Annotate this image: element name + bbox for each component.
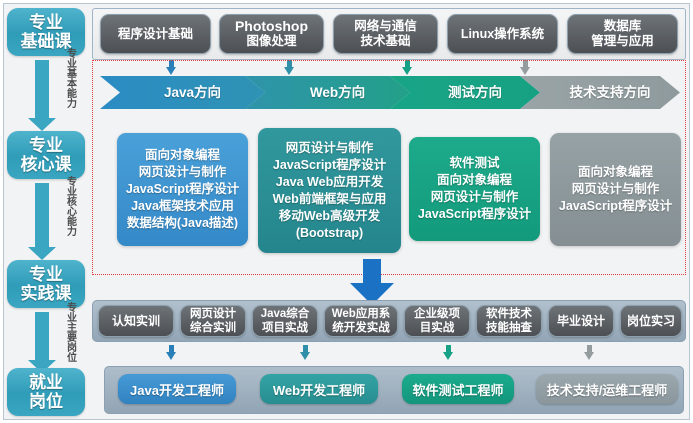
pill-line-2: 图像处理 — [246, 34, 297, 48]
pill-line-1: Java综合 — [260, 308, 310, 320]
stage-basic-course: 专业 基础课 — [7, 8, 85, 56]
practice-course-0[interactable]: 认知实训 — [98, 305, 174, 337]
core-line: 网页设计与制作 — [285, 140, 374, 155]
base-course-4[interactable]: 数据库 管理与应用 — [567, 14, 678, 54]
practice-course-5[interactable]: 软件技术 技能抽查 — [476, 305, 542, 337]
stage-arrow-1 — [28, 60, 56, 131]
core-line: 软件测试 — [449, 156, 500, 170]
direction-band: Java方向 Web方向 测试方向 技术支持方向 — [100, 76, 680, 109]
pill-line-1: Web应用系 — [331, 308, 391, 320]
practice-course-1[interactable]: 网页设计 综合实训 — [180, 305, 246, 337]
stage-arrow-2 — [28, 183, 56, 260]
pill-line-2: 项目实战 — [262, 322, 308, 334]
core-box-web[interactable]: 网页设计与制作 JavaScript程序设计 Java Web应用开发 Web前… — [258, 128, 401, 253]
core-line: 移动Web高级开发 — [278, 208, 381, 223]
pill-line-2: 统开发实战 — [332, 322, 390, 334]
ability-text: 专业主要岗位 — [64, 302, 76, 362]
core-region-outline — [92, 60, 686, 275]
stage-line-1: 就业 — [29, 373, 63, 392]
stage-line-2: 实践课 — [20, 284, 72, 303]
practice-course-7[interactable]: 岗位实习 — [620, 305, 682, 337]
job-label: 软件测试工程师 — [412, 382, 504, 398]
base-course-1[interactable]: Photoshop 图像处理 — [219, 14, 324, 54]
core-line: 面向对象编程 — [577, 165, 653, 179]
pill-line-2: 目实战 — [419, 322, 455, 334]
job-tech-support-engineer[interactable]: 技术支持/运维工程师 — [536, 374, 678, 404]
ability-text: 专业基本能力 — [64, 48, 76, 108]
core-line: 面向对象编程 — [144, 148, 220, 162]
core-line: 网页设计与制作 — [571, 182, 660, 196]
pill-line-1: 程序设计基础 — [117, 26, 193, 41]
direction-label-web: Web方向 — [309, 85, 366, 100]
pill-line-2: 综合实训 — [190, 322, 236, 334]
core-line: JavaScript程序设计 — [125, 182, 240, 196]
pill-line-1: 软件技术 — [486, 308, 532, 320]
core-line: 面向对象编程 — [436, 173, 512, 187]
core-line: JavaScript程序设计 — [558, 199, 673, 213]
base-course-0[interactable]: 程序设计基础 — [100, 14, 211, 54]
job-web-developer[interactable]: Web开发工程师 — [260, 374, 378, 404]
base-course-3[interactable]: Linux操作系统 — [447, 14, 558, 54]
big-down-arrow — [350, 259, 394, 310]
pill-line-2: 技能抽查 — [486, 322, 532, 334]
job-java-developer[interactable]: Java开发工程师 — [118, 374, 236, 404]
stage-line-2: 基础课 — [20, 32, 72, 51]
core-line: 网页设计与制作 — [430, 190, 519, 204]
pill-line-1: Linux操作系统 — [460, 26, 545, 41]
core-line: Java框架技术应用 — [131, 199, 234, 213]
practice-course-3[interactable]: Web应用系 统开发实战 — [324, 305, 398, 337]
core-box-java[interactable]: 面向对象编程 网页设计与制作 JavaScript程序设计 Java框架技术应用… — [117, 133, 248, 246]
core-box-test[interactable]: 软件测试 面向对象编程 网页设计与制作 JavaScript程序设计 — [409, 137, 540, 241]
stage-line-2: 核心课 — [20, 155, 72, 174]
stage-line-1: 专业 — [29, 265, 63, 284]
practice-course-4[interactable]: 企业级项 目实战 — [404, 305, 470, 337]
direction-label-java: Java方向 — [163, 85, 222, 100]
core-line: Web前端框架与应用 — [272, 191, 387, 206]
direction-label-support: 技术支持方向 — [569, 85, 651, 100]
core-line: 网页设计与制作 — [138, 165, 227, 179]
practice-course-6[interactable]: 毕业设计 — [548, 305, 614, 337]
stage-line-1: 专业 — [29, 13, 63, 32]
stage-practice-course: 专业 实践课 — [7, 260, 85, 308]
stage-core-course: 专业 核心课 — [7, 131, 85, 179]
job-label: 技术支持/运维工程师 — [546, 382, 668, 398]
pill-line-1: 数据库 — [603, 19, 642, 33]
pill-line-2: 管理与应用 — [591, 34, 654, 48]
ability-text: 专业核心能力 — [64, 176, 76, 236]
core-line: 数据结构(Java描述) — [126, 216, 239, 230]
pill-line-1: 网络与通信 — [354, 19, 417, 33]
stage-employment-position: 就业 岗位 — [7, 368, 85, 416]
job-label: Java开发工程师 — [130, 382, 224, 398]
pill-line-1: 岗位实习 — [626, 313, 675, 328]
stage-line-2: 岗位 — [29, 392, 63, 411]
core-line: JavaScript程序设计 — [272, 157, 387, 172]
core-line: JavaScript程序设计 — [417, 207, 532, 221]
stage-arrow-3 — [28, 312, 56, 373]
core-box-support[interactable]: 面向对象编程 网页设计与制作 JavaScript程序设计 — [550, 133, 681, 246]
core-line: Java Web应用开发 — [275, 174, 384, 189]
pill-line-1: 毕业设计 — [556, 313, 605, 328]
ability-label-position: 专业主要岗位 — [62, 302, 78, 366]
pill-line-1: 网页设计 — [190, 308, 236, 320]
pill-line-1: 企业级项 — [414, 308, 460, 320]
practice-course-2[interactable]: Java综合 项目实战 — [252, 305, 318, 337]
job-label: Web开发工程师 — [272, 382, 366, 398]
pill-line-2: 技术基础 — [360, 34, 411, 48]
ability-label-basic: 专业基本能力 — [62, 48, 78, 112]
job-software-tester[interactable]: 软件测试工程师 — [402, 374, 514, 404]
direction-label-test: 测试方向 — [448, 85, 502, 100]
base-course-2[interactable]: 网络与通信 技术基础 — [333, 14, 438, 54]
core-line: (Bootstrap) — [295, 225, 364, 240]
pill-line-1: Photoshop — [234, 18, 309, 34]
stage-line-1: 专业 — [29, 136, 63, 155]
ability-label-core: 专业核心能力 — [62, 176, 78, 240]
pill-line-1: 认知实训 — [111, 313, 160, 328]
